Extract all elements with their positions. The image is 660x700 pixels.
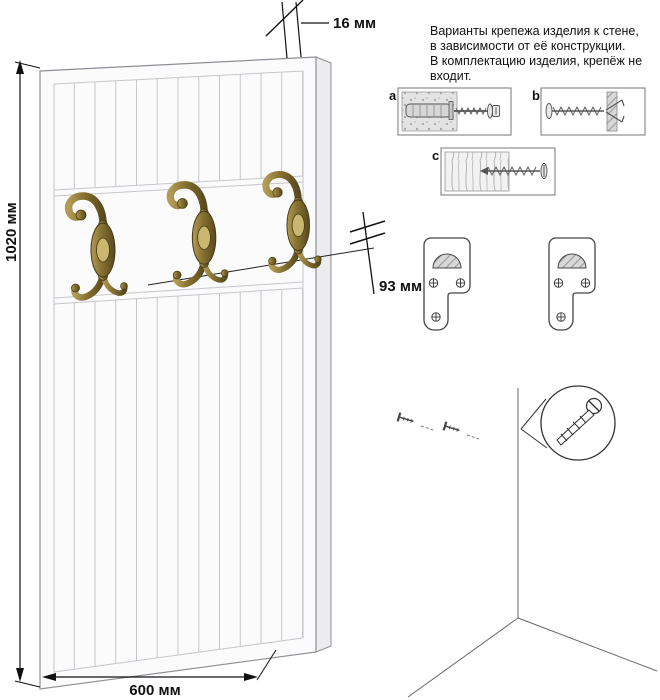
- arrow-left: [42, 673, 56, 681]
- thin-wall-section: [606, 91, 618, 132]
- screw-c: [480, 163, 548, 179]
- panel-bottom-grooves: [54, 288, 303, 672]
- height-dimension-label: 1020 мм: [3, 202, 20, 262]
- callout-line-bottom: [520, 428, 548, 449]
- screw-detail: [556, 397, 603, 446]
- magnifier-callout: [520, 385, 616, 461]
- arrow-up: [16, 60, 24, 74]
- extension-line-bottom: [14, 680, 41, 688]
- wall-plug-dowel: [405, 101, 454, 120]
- insert-dash-2: [466, 434, 480, 440]
- hook-offset-label: 93 мм: [379, 278, 422, 295]
- dimension-line: [362, 211, 375, 295]
- mounting-note-line-2: в зависимости от её конструкции.: [430, 39, 625, 53]
- flying-screw-1: [396, 412, 414, 423]
- anchor-wings: [605, 99, 625, 123]
- tick-1: [349, 232, 386, 245]
- callout-line-top: [520, 398, 547, 430]
- fastener-variant-c: c: [432, 147, 556, 196]
- screw-a: [454, 103, 500, 119]
- extension-line-2: [295, 1, 302, 58]
- height-dimension: 1020 мм: [3, 60, 41, 688]
- hook-offset-dimension: 93 мм: [349, 211, 422, 295]
- arrow-right: [244, 673, 258, 681]
- fastener-variant-a: a: [389, 87, 512, 136]
- keyhole-bracket-1: [423, 237, 471, 331]
- arrow-down: [16, 668, 24, 682]
- panel-side-face: [315, 56, 332, 653]
- coat-hooks: [69, 175, 375, 298]
- extension-line-1: [281, 1, 288, 59]
- variant-a-letter: a: [389, 88, 397, 103]
- panel-top-grooves: [54, 71, 303, 190]
- mounting-note-line-3: В комплектацию изделия, крепёж не: [430, 54, 642, 68]
- width-dimension: 600 мм: [42, 649, 277, 699]
- mounting-note: Варианты крепежа изделия к стене, в зави…: [430, 24, 642, 83]
- wall-corner-illustration: [396, 385, 658, 698]
- thickness-dimension-label: 16 мм: [333, 15, 376, 32]
- insert-dash-1: [420, 425, 434, 431]
- variant-b-letter: b: [532, 88, 540, 103]
- mounting-note-line-1: Варианты крепежа изделия к стене,: [430, 24, 639, 38]
- mounting-note-line-4: входит.: [430, 69, 472, 83]
- keyhole-bracket-2: [548, 237, 596, 331]
- hook-reference-line: [147, 247, 375, 286]
- thickness-dimension: 16 мм: [265, 0, 376, 59]
- fastener-variant-b: b: [532, 87, 646, 136]
- panel-drawing: [39, 56, 332, 690]
- flying-screw-2: [442, 421, 460, 432]
- floor-line-left: [407, 617, 519, 698]
- extension-line-right: [256, 649, 277, 681]
- tick-2: [349, 220, 386, 233]
- cut-line: [265, 0, 304, 37]
- floor-line-right: [517, 617, 658, 672]
- screw-b: [545, 103, 604, 119]
- width-dimension-label: 600 мм: [129, 682, 180, 699]
- variant-c-letter: c: [432, 148, 439, 163]
